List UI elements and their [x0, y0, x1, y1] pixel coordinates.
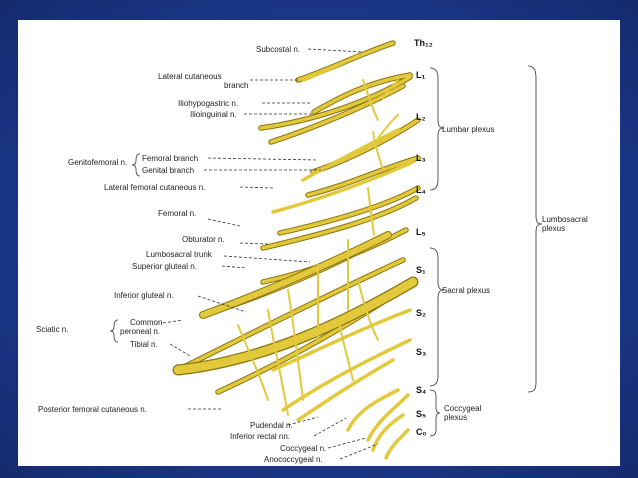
nerve-illustration	[172, 40, 421, 460]
label-coccygeal-plexus-line2: plexus	[444, 413, 467, 422]
segment-s2: S₂	[416, 308, 426, 318]
segment-l5: L₅	[416, 227, 426, 237]
label-lumbosacral-trunk: Lumbosacral trunk	[146, 250, 213, 259]
label-anococcygeal: Anococcygeal n.	[264, 455, 323, 464]
label-iliohypogastric: Iliohypogastric n.	[178, 99, 238, 108]
label-pudendal: Pudendal n.	[250, 421, 293, 430]
segment-l2: L₂	[416, 112, 426, 122]
label-lumbosacral-plexus-line1: Lumbosacral	[542, 215, 588, 224]
label-lateral-cutaneous-line2: branch	[224, 81, 248, 90]
segment-l3: L₃	[416, 153, 426, 163]
segment-labels: Th₁₂ L₁ L₂ L₃ L₄ L₅ S₁ S₂ S₃ S₄ S₅ C₀	[414, 38, 433, 437]
label-lateral-cutaneous-line1: Lateral cutaneous	[158, 72, 222, 81]
label-femoral-branch: Femoral branch	[142, 154, 198, 163]
segment-co: C₀	[416, 427, 427, 437]
segment-s1: S₁	[416, 265, 426, 275]
segment-s3: S₃	[416, 347, 426, 357]
label-obturator: Obturator n.	[182, 235, 225, 244]
segment-th12: Th₁₂	[414, 38, 433, 48]
label-posterior-femoral-cutaneous: Posterior femoral cutaneous n.	[38, 405, 147, 414]
label-inferior-gluteal: Inferior gluteal n.	[114, 291, 174, 300]
nerve-labels: Subcostal n. Lateral cutaneous branch Il…	[36, 45, 379, 464]
lumbosacral-plexus-diagram: Th₁₂ L₁ L₂ L₃ L₄ L₅ S₁ S₂ S₃ S₄ S₅ C₀ Su…	[36, 38, 588, 464]
segment-s4: S₄	[416, 385, 426, 395]
label-sacral-plexus: Sacral plexus	[442, 286, 490, 295]
label-coccygeal-n: Coccygeal n.	[280, 444, 326, 453]
label-lateral-femoral-cutaneous: Lateral femoral cutaneous n.	[104, 183, 205, 192]
label-ilioinguinal: Ilioinguinal n.	[190, 110, 237, 119]
label-superior-gluteal: Superior gluteal n.	[132, 262, 197, 271]
label-genital-branch: Genital branch	[142, 166, 194, 175]
label-lumbar-plexus: Lumbar plexus	[442, 125, 494, 134]
plexus-brackets: Lumbar plexus Sacral plexus Coccygeal pl…	[429, 65, 588, 437]
segment-l4: L₄	[416, 185, 426, 195]
label-lumbosacral-plexus-line2: plexus	[542, 224, 565, 233]
label-genitofemoral: Genitofemoral n.	[68, 158, 127, 167]
label-sciatic: Sciatic n.	[36, 325, 68, 334]
label-common-peroneal-line1: Common	[130, 318, 162, 327]
label-coccygeal-plexus-line1: Coccygeal	[444, 404, 482, 413]
label-tibial: Tibial n.	[130, 340, 158, 349]
label-inferior-rectal: Inferior rectal nn.	[230, 432, 290, 441]
segment-l1: L₁	[416, 70, 425, 80]
label-femoral: Femoral n.	[158, 209, 196, 218]
segment-s5: S₅	[416, 409, 426, 419]
label-subcostal: Subcostal n.	[256, 45, 300, 54]
label-common-peroneal-line2: peroneal n.	[120, 327, 160, 336]
slide-panel: Th₁₂ L₁ L₂ L₃ L₄ L₅ S₁ S₂ S₃ S₄ S₅ C₀ Su…	[18, 20, 620, 466]
